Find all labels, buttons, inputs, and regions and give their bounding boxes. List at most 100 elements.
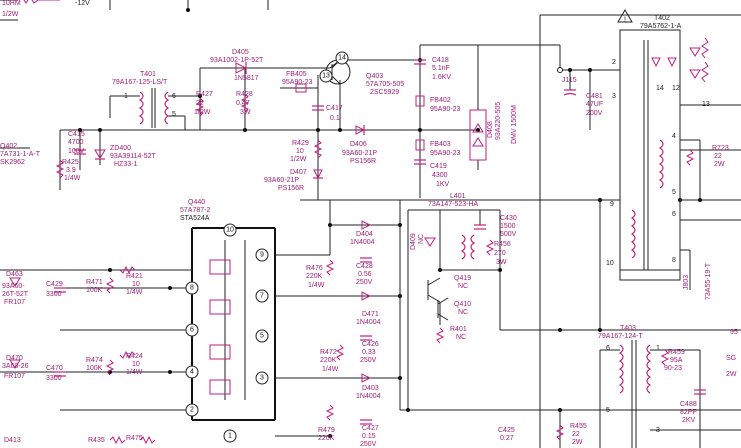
t402-pin-3: 3 (612, 93, 616, 100)
c428-ref: C428 (356, 263, 373, 270)
d407-part: 93A60-21P (264, 177, 299, 184)
q419-ref: Q419 (454, 275, 471, 282)
r424-value: 10 (132, 361, 140, 368)
q410-part: NC (458, 309, 468, 316)
r456-value: 270 (494, 250, 506, 257)
d405-diode (235, 62, 248, 74)
sg-value: 2W (726, 371, 737, 378)
t401-part: 79A167-125-LS/T (112, 79, 168, 86)
c430-value: 1500 (500, 223, 516, 230)
fb402-part: 95A90-23 (430, 106, 460, 113)
c426-ref: C426 (362, 341, 379, 348)
t402-pin-9: 9 (610, 201, 614, 208)
r472-power: 1/4W (322, 366, 339, 373)
q440-pin-4: 4 (190, 369, 194, 376)
d471-ref: D471 (362, 311, 379, 318)
t402-pin-5: 5 (672, 189, 676, 196)
c415-voltage: 100V (68, 148, 85, 155)
d404-part: 1N4004 (350, 239, 375, 246)
r479-ref: R479 (318, 427, 335, 434)
r456-power: 3W (496, 259, 507, 266)
r-top-left-value: 10HM (2, 0, 21, 7)
q440-ref: Q440 (188, 199, 205, 206)
l401-part: 73A147-523-HA (428, 201, 479, 208)
d405-ref: D405 (232, 49, 249, 56)
r421-value: 10 (132, 281, 140, 288)
r472-ref: R472 (320, 349, 337, 356)
t402-pin-13: 13 (702, 101, 710, 108)
q403-sub: 2SC5929 (370, 89, 399, 96)
d408-sub: DMV 1500M (511, 105, 518, 144)
j803-part: 73A55-19-T (705, 262, 712, 300)
r401-part: NC (456, 334, 466, 341)
d407-ref: D407 (290, 169, 307, 176)
r456-ref: R456 (494, 241, 511, 248)
d406-part: 93A60-21P (342, 150, 377, 157)
r435-ref: R435 (88, 437, 105, 444)
t403-part: 79A167-124-T (598, 333, 643, 340)
q419-part: NC (458, 283, 468, 290)
q440-pin-2: 2 (190, 407, 194, 414)
c488-voltage: 2KV (682, 417, 696, 424)
q440-pin-6: 6 (190, 327, 194, 334)
d407-sub: PS156R (278, 185, 304, 192)
q440-pin-8: 8 (190, 285, 194, 292)
t403-pin-3: 3 (656, 427, 660, 434)
l401-ref: L401 (450, 193, 466, 200)
c426-voltage: 250V (360, 357, 377, 364)
r723-value: 22 (714, 153, 722, 160)
c425-value: 0.27 (500, 435, 514, 442)
r424-power: 1/4W (126, 369, 143, 376)
d463-part2: 26T-52T (2, 291, 29, 298)
d408-ref: D408 (487, 121, 494, 138)
r427-value: 22 (196, 100, 204, 107)
d406-sub: PS156R (350, 158, 376, 165)
c470-ref: C470 (46, 365, 63, 372)
c481-ref: C481 (586, 93, 603, 100)
c427-value: 0.15 (362, 433, 376, 440)
q402-part: 7A731-1-A-T (0, 151, 41, 158)
t402-part: 79A5762-1-A (640, 23, 682, 30)
r459-ref: R459 (668, 349, 685, 356)
c418-value: 5.1nF (432, 65, 450, 72)
zd400-ref: ZD400 (110, 145, 131, 152)
fb403-ref: FB403 (430, 141, 451, 148)
t402-pin-2: 2 (612, 59, 616, 66)
d408-part: 93A220-505 (495, 102, 502, 140)
r474-ref: R474 (86, 357, 103, 364)
r427-power: 1/2W (194, 109, 211, 116)
r459-part: 90-23 (664, 365, 682, 372)
d404-ref: D404 (356, 231, 373, 238)
t401-transformer (138, 88, 170, 128)
q440-pin-3: 3 (260, 375, 264, 382)
c429-ref: C429 (46, 281, 63, 288)
t401-pin-6: 6 (172, 93, 176, 100)
node-14: 14 (338, 55, 346, 62)
r471-ref: R471 (86, 279, 103, 286)
zd400-part: 93A39114-52T (110, 153, 157, 160)
zd400-sub: HZ33-1 (114, 161, 137, 168)
edge-label-95: 95 (730, 329, 738, 336)
c481-value: 47UF (586, 101, 603, 108)
c419-value: 4300 (432, 172, 448, 179)
r428-value: 0.47 (236, 100, 250, 107)
c425-ref: C425 (498, 427, 515, 434)
q403-part: 57A705-505 (366, 81, 404, 88)
r429-power: 1/2W (290, 156, 307, 163)
sg-ref: SG (726, 355, 736, 362)
components: ! (9, 0, 709, 448)
r479-value: 220K (318, 435, 335, 442)
c427-voltage: 250V (360, 441, 377, 448)
d470-ref: D470 (6, 355, 23, 362)
r-top-left-power: 1/2W (2, 11, 19, 18)
t403-pin-1: 1 (656, 345, 660, 352)
d413-ref: D413 (4, 437, 21, 444)
r476-power: 1/4W (308, 282, 325, 289)
voltage-neg12: -12V (75, 0, 90, 7)
t402-pin-4: 4 (672, 133, 676, 140)
t403-pin-6: 6 (606, 345, 610, 352)
d405-sub: 1N5817 (234, 75, 259, 82)
r476-value: 220K (306, 273, 323, 280)
